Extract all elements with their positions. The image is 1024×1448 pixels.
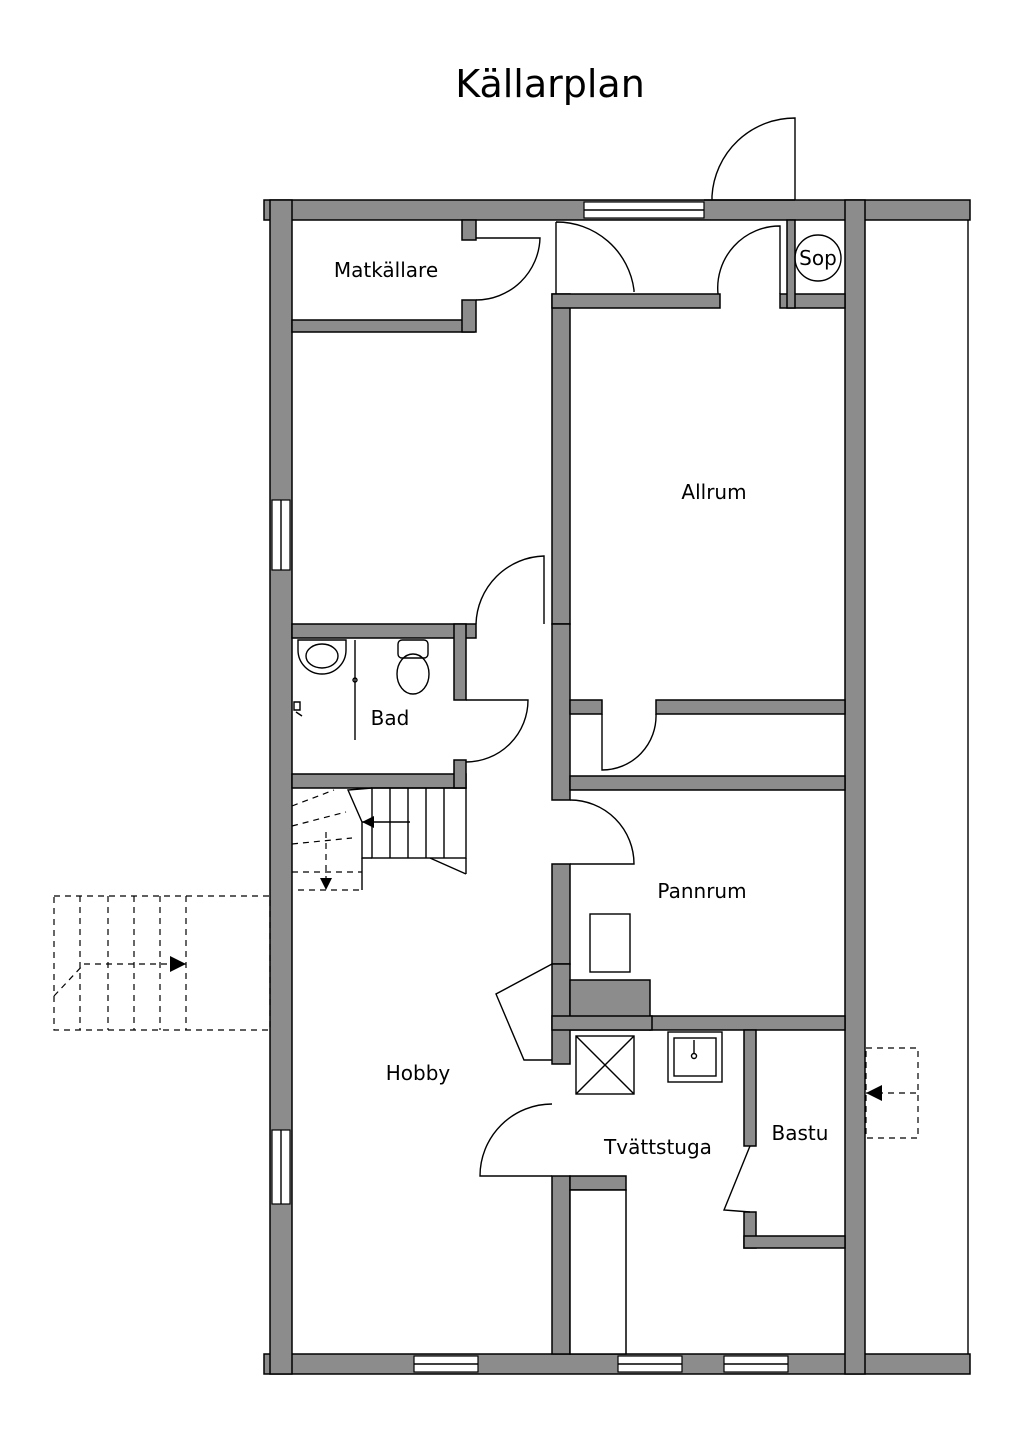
room-label-matkallare: Matkällare (334, 258, 438, 282)
matkallare-right-wall (461, 299, 477, 333)
outside-stairs-right (865, 1047, 919, 1139)
door-hobby-side (495, 963, 553, 1061)
door-tvattstuga (479, 1103, 553, 1177)
pannrum-bottom-wall (649, 1015, 846, 1031)
room-label-sop: Sop (799, 246, 837, 270)
allrum-bottom-wall-a (569, 699, 603, 715)
right-stair-arrow-icon (866, 1085, 882, 1101)
doors (465, 117, 796, 1213)
bastu-bottom-wall (743, 1235, 846, 1249)
washer-icon (575, 1035, 635, 1095)
interior-stairs (291, 787, 467, 891)
sop-left-wall (786, 219, 796, 309)
plan-title: Källarplan (455, 62, 645, 106)
boiler-icon (589, 913, 631, 973)
door-room-upper (475, 555, 545, 625)
windows (271, 201, 789, 1373)
door-entrance (711, 117, 796, 200)
door-allrum (717, 225, 781, 295)
matkallare-wall-stub (461, 219, 477, 241)
tvatt-top-wall (551, 1015, 653, 1031)
room-label-hobby: Hobby (386, 1061, 451, 1085)
door-pannrum (569, 799, 635, 865)
stair-block (371, 787, 467, 859)
bad-right-wall-lower (453, 759, 467, 789)
interior-walls (291, 219, 846, 1355)
bad-right-wall (453, 623, 467, 701)
shower-head-icon (293, 701, 303, 717)
hobby-right-wall (551, 963, 571, 1065)
corridor-wall-a (551, 293, 721, 309)
right-stair-outline (865, 1047, 919, 1139)
utility-sink-icon (667, 1031, 723, 1083)
bad-top-wall (291, 623, 477, 639)
bad-bottom-wall (291, 773, 467, 789)
outside-stair-outline (53, 895, 271, 1031)
room-label-bastu: Bastu (772, 1121, 829, 1145)
sink-icon (297, 639, 347, 675)
corridor-wall-b (779, 293, 846, 309)
room-label-tvattstuga: Tvättstuga (603, 1135, 712, 1159)
allrum-left-wall-upper (551, 293, 571, 625)
door-corridor (555, 221, 635, 294)
pannrum-left-wall (551, 863, 571, 965)
right-wall (844, 199, 866, 1375)
matkallare-bottom-wall (291, 319, 475, 333)
outside-stair-arrow-icon (170, 956, 186, 972)
room-label-pannrum: Pannrum (657, 879, 746, 903)
fixtures (293, 234, 842, 1095)
door-bastu (722, 1145, 751, 1213)
door-closet (601, 713, 657, 771)
tvatt-partition-top (569, 1175, 627, 1191)
door-bad (465, 699, 529, 763)
allrum-bottom-wall-b (655, 699, 846, 715)
tvatt-left-wall (551, 1175, 571, 1355)
closet-bottom-wall (569, 775, 846, 791)
toilet-icon (397, 639, 429, 659)
room-label-allrum: Allrum (681, 480, 746, 504)
sop-bin-icon (794, 234, 842, 282)
tvatt-partition (569, 1189, 627, 1355)
stair-arrow-icon (362, 816, 374, 828)
allrum-left-wall-mid (551, 623, 571, 801)
bastu-left-wall-upper (743, 1029, 757, 1147)
door-matkallare (475, 237, 541, 301)
outside-stairs-left (53, 895, 271, 1031)
room-label-bad: Bad (371, 706, 410, 730)
